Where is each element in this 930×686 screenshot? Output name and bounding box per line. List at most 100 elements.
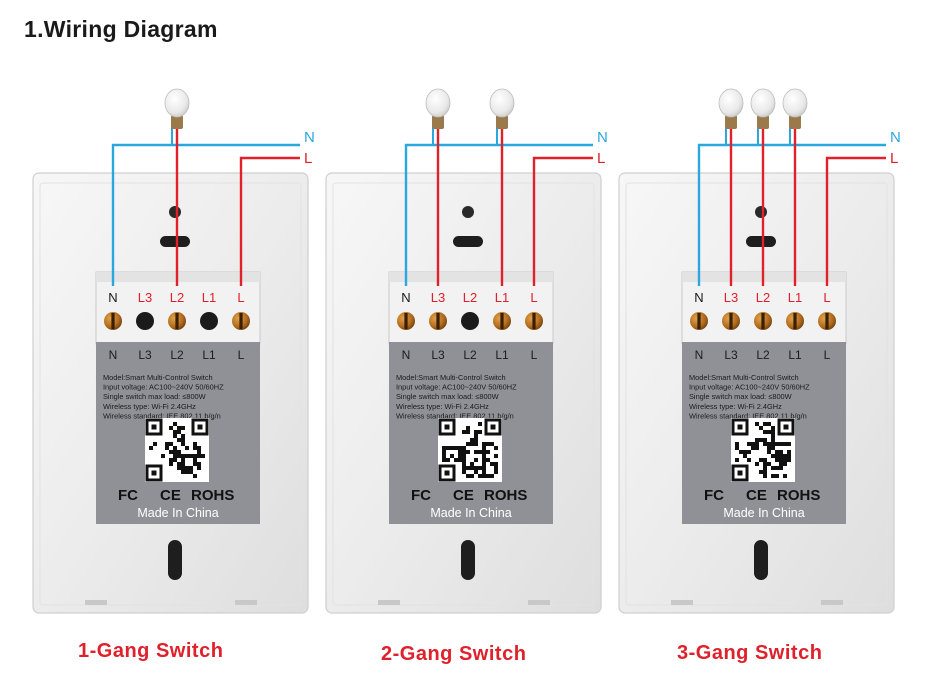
bulb-base (757, 115, 769, 129)
qr-module (446, 458, 450, 462)
mounting-hole-top (462, 206, 474, 218)
qr-module (474, 438, 478, 442)
mounting-slot-top (160, 236, 190, 247)
qr-module (755, 446, 759, 450)
qr-module (173, 454, 177, 458)
qr-finder (484, 418, 502, 436)
qr-module (767, 422, 771, 426)
terminal-header-label-l2: L2 (463, 290, 477, 305)
qr-module (482, 466, 486, 470)
terminal-header-label-l: L (823, 290, 830, 305)
spec-line: Wireless standard: IEE 802.11 b/g/n (103, 411, 221, 420)
terminal-screw-slot (825, 313, 829, 329)
qr-module (775, 442, 779, 446)
spec-line: Input voltage: AC100~240V 50/60HZ (689, 383, 810, 392)
terminal-lower-label-l1: L1 (495, 348, 509, 362)
qr-finder (438, 464, 456, 482)
qr-finder-center (737, 424, 743, 430)
qr-module (486, 442, 490, 446)
qr-module (177, 450, 181, 454)
terminal-header-label-l1: L1 (788, 290, 802, 305)
qr-finder (777, 418, 795, 436)
qr-module (747, 458, 751, 462)
qr-module (771, 434, 775, 438)
terminal-screw-slot (761, 313, 765, 329)
terminal-header-label-l1: L1 (202, 290, 216, 305)
live-wire (532, 156, 593, 286)
qr-module (474, 442, 478, 446)
qr-module (173, 434, 177, 438)
qr-module (763, 438, 767, 442)
plate-clip-left (85, 600, 107, 605)
qr-module (165, 446, 169, 450)
qr-module (747, 442, 751, 446)
qr-module (169, 462, 173, 466)
qr-module (462, 458, 466, 462)
terminal-lower-label-n: N (402, 348, 411, 362)
qr-module (462, 470, 466, 474)
qr-module (755, 462, 759, 466)
spec-line: Model:Smart Multi-Control Switch (689, 373, 799, 382)
qr-module (787, 442, 791, 446)
qr-module (767, 462, 771, 466)
qr-module (197, 446, 201, 450)
qr-module (169, 458, 173, 462)
terminal-header-label-n: N (694, 290, 703, 305)
qr-module (193, 442, 197, 446)
terminal-lower-label-l2: L2 (756, 348, 770, 362)
qr-module (466, 426, 470, 430)
page-title: 1.Wiring Diagram (24, 16, 218, 42)
qr-module (486, 450, 490, 454)
qr-module (474, 434, 478, 438)
qr-module (771, 430, 775, 434)
qr-module (763, 474, 767, 478)
qr-module (177, 466, 181, 470)
spec-line: Single switch max load: ≤800W (396, 392, 499, 401)
mounting-slot-bottom (461, 540, 475, 580)
neutral-wire-label: N (890, 129, 901, 146)
qr-module (470, 466, 474, 470)
plate-clip-left (378, 600, 400, 605)
terminal-lower-label-l1: L1 (788, 348, 802, 362)
qr-module (482, 442, 486, 446)
qr-module (470, 474, 474, 478)
qr-module (466, 466, 470, 470)
qr-module (181, 458, 185, 462)
qr-module (173, 422, 177, 426)
qr-module (149, 446, 153, 450)
qr-module (763, 466, 767, 470)
qr-module (787, 450, 791, 454)
qr-module (466, 450, 470, 454)
qr-module (185, 466, 189, 470)
qr-module (470, 438, 474, 442)
qr-module (494, 470, 498, 474)
neutral-wire (111, 143, 300, 286)
terminal-block (388, 271, 554, 345)
qr-module (759, 470, 763, 474)
qr-module (193, 454, 197, 458)
qr-module (743, 450, 747, 454)
qr-module (474, 458, 478, 462)
qr-module (751, 442, 755, 446)
qr-module (462, 462, 466, 466)
terminal-screw-slot (239, 313, 243, 329)
spec-line: Wireless type: Wi-Fi 2.4GHz (103, 402, 196, 411)
qr-module (442, 450, 446, 454)
qr-module (743, 454, 747, 458)
qr-module (450, 454, 454, 458)
rohs-mark: ROHS (484, 487, 527, 504)
qr-module (767, 430, 771, 434)
qr-module (181, 438, 185, 442)
qr-finder (145, 418, 163, 436)
terminal-lower-label-l3: L3 (431, 348, 445, 362)
qr-module (474, 430, 478, 434)
terminal-screw-slot (500, 313, 504, 329)
qr-module (490, 462, 494, 466)
rohs-mark: ROHS (191, 487, 234, 504)
qr-module (185, 470, 189, 474)
wall-plate-inner-edge (625, 182, 888, 606)
ce-mark: CE (160, 487, 181, 504)
terminal-screw-slot (111, 313, 115, 329)
mounting-slot-top (746, 236, 776, 247)
